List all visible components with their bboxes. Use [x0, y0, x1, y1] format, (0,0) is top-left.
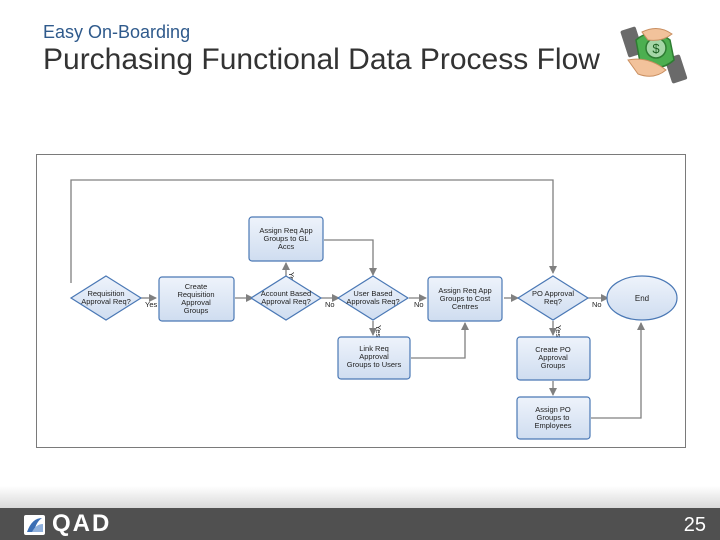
connectors	[70, 179, 645, 419]
connector-loop-top	[70, 179, 557, 283]
node-line: Employees	[534, 421, 571, 430]
node-line: Requisition	[177, 290, 214, 299]
node-line: Assign Req App	[438, 286, 491, 295]
process-assign-req-app-groups-to-gl-accs: Assign Req App Groups to GL Accs	[248, 216, 324, 262]
node-line: Approval	[359, 352, 389, 361]
node-line: End	[635, 294, 649, 303]
svg-text:$: $	[652, 41, 660, 56]
edge-label-no-po: No	[592, 300, 602, 309]
node-line: Approvals Req?	[346, 297, 399, 306]
node-line: Groups to Users	[347, 360, 402, 369]
brand-name: QAD	[52, 510, 112, 537]
money-hand-icon: $	[620, 26, 688, 84]
footer-gradient	[0, 486, 720, 508]
node-line: Approval Req?	[81, 297, 131, 306]
node-line: Groups	[184, 306, 209, 315]
decision-po-approval-req: PO Approval Req?	[516, 275, 590, 321]
node-line: Centres	[452, 302, 479, 311]
node-line: Groups to Cost	[440, 294, 491, 303]
edge-label-yes-po: Yes	[554, 325, 563, 337]
node-line: Approval	[538, 353, 568, 362]
decision-requisition-approval-req: Requisition Approval Req?	[69, 275, 143, 321]
edge-label-yes-user: Yes	[374, 325, 383, 337]
node-line: Link Req	[359, 344, 389, 353]
qad-logo	[24, 515, 45, 535]
terminal-end: End	[606, 275, 678, 321]
node-line: Req?	[544, 297, 562, 306]
node-line: Groups to	[537, 413, 570, 422]
node-line: Create	[185, 282, 208, 291]
node-line: Create PO	[535, 345, 571, 354]
node-line: Approval Req?	[261, 297, 311, 306]
connector-link-to-costcentres	[411, 322, 469, 359]
edge-label-no-account: No	[325, 300, 335, 309]
process-assign-req-app-groups-to-cost-centres: Assign Req App Groups to Cost Centres	[427, 276, 503, 322]
connector-glaccs-to-user	[324, 239, 377, 276]
process-flow-diagram: Yes Yes No No Yes No Yes Requisition App…	[36, 154, 686, 448]
process-create-po-approval-groups: Create PO Approval Groups	[516, 336, 591, 381]
node-line: User Based	[353, 289, 392, 298]
node-line: Requisition	[87, 289, 124, 298]
process-create-requisition-approval-groups: Create Requisition Approval Groups	[158, 276, 235, 322]
node-line: Groups to GL	[263, 234, 308, 243]
section-subtitle: Easy On-Boarding	[43, 22, 191, 42]
edge-label-yes-account: Yes	[287, 272, 296, 284]
footer-bar: QAD 25	[0, 508, 720, 540]
node-line: Account Based	[261, 289, 311, 298]
process-assign-po-groups-to-employees: Assign PO Groups to Employees	[516, 396, 591, 440]
node-line: Assign Req App	[259, 226, 312, 235]
edge-label-yes-req: Yes	[145, 300, 157, 309]
process-link-req-approval-groups-to-users: Link Req Approval Groups to Users	[337, 336, 411, 380]
decision-user-based-approvals-req: User Based Approvals Req?	[336, 275, 410, 321]
node-line: Approval	[181, 298, 211, 307]
decision-account-based-approval-req: Account Based Approval Req?	[249, 275, 323, 321]
edge-label-no-user: No	[414, 300, 424, 309]
connector-assignpo-to-end	[591, 322, 645, 419]
page-number: 25	[683, 514, 706, 536]
node-line: Groups	[541, 361, 566, 370]
node-line: PO Approval	[532, 289, 574, 298]
page-title: Purchasing Functional Data Process Flow	[43, 43, 600, 76]
node-line: Assign PO	[535, 405, 571, 414]
node-line: Accs	[278, 242, 295, 251]
